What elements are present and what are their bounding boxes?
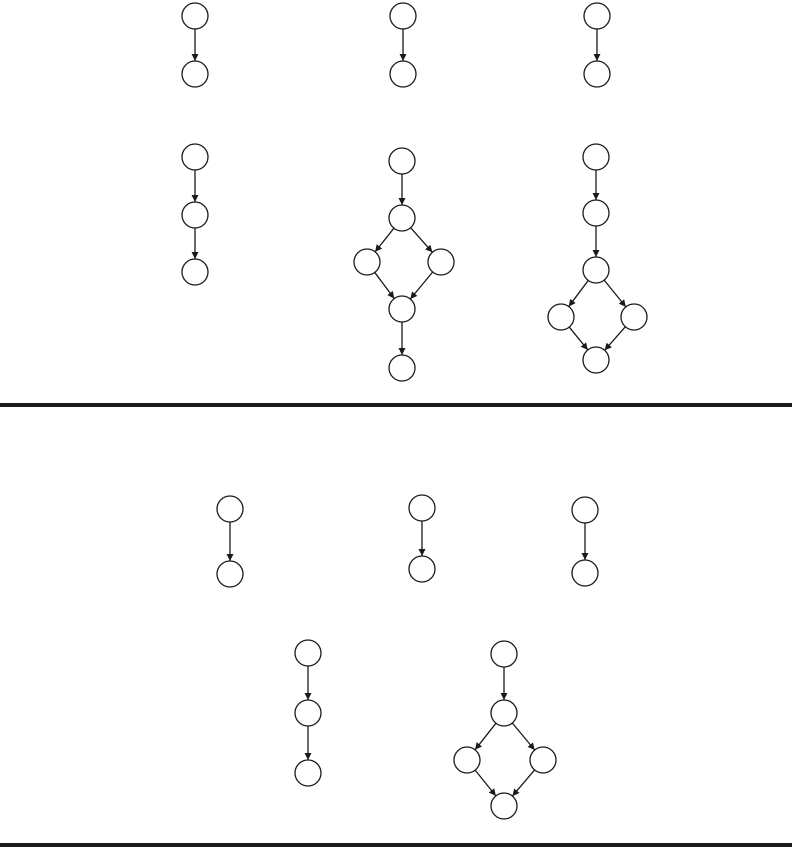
edge-g11-b-d (512, 723, 534, 750)
node-g11-e (491, 793, 517, 819)
node-g6-b (583, 200, 609, 226)
node-g8-a (409, 495, 435, 521)
node-g5-e (389, 296, 415, 322)
node-g6-d (548, 304, 574, 330)
node-g1-b (182, 61, 208, 87)
node-g3-a (584, 3, 610, 29)
edge-g6-c-d (569, 280, 588, 306)
node-g5-b (389, 205, 415, 231)
edge-g5-d-e (410, 272, 432, 299)
node-g5-f (389, 355, 415, 381)
nodes-layer (182, 3, 647, 819)
node-g2-b (390, 61, 416, 87)
node-g11-c (454, 747, 480, 773)
node-g6-c (583, 257, 609, 283)
node-g9-a (572, 497, 598, 523)
edge-g5-c-e (375, 272, 394, 298)
node-g1-a (182, 3, 208, 29)
node-g5-c (354, 249, 380, 275)
edge-g6-c-e (604, 280, 626, 307)
node-g4-a (182, 144, 208, 170)
edge-g11-b-c (475, 723, 496, 750)
panel-divider-bottom (0, 843, 792, 847)
node-g5-a (389, 148, 415, 174)
node-g7-b (217, 561, 243, 587)
node-g6-e (621, 304, 647, 330)
node-g2-a (390, 3, 416, 29)
edges-layer (195, 29, 626, 796)
node-g11-d (530, 747, 556, 773)
node-g4-b (182, 202, 208, 228)
edge-g5-b-d (411, 228, 433, 253)
node-g3-b (584, 61, 610, 87)
node-g10-b (295, 700, 321, 726)
edge-g6-d-f (569, 327, 588, 350)
node-g6-a (583, 144, 609, 170)
node-g11-b (491, 700, 517, 726)
node-g10-a (295, 640, 321, 666)
node-g8-b (409, 556, 435, 582)
edge-g11-d-e (512, 770, 534, 796)
edge-g5-b-c (375, 228, 394, 252)
node-g6-f (583, 347, 609, 373)
node-g4-c (182, 259, 208, 285)
panel-divider-top (0, 403, 792, 407)
node-g11-a (491, 641, 517, 667)
node-g5-d (428, 249, 454, 275)
edge-g11-c-e (475, 770, 496, 796)
node-g10-c (295, 760, 321, 786)
edge-g6-e-f (605, 327, 626, 351)
node-g9-b (572, 560, 598, 586)
node-g7-a (217, 496, 243, 522)
